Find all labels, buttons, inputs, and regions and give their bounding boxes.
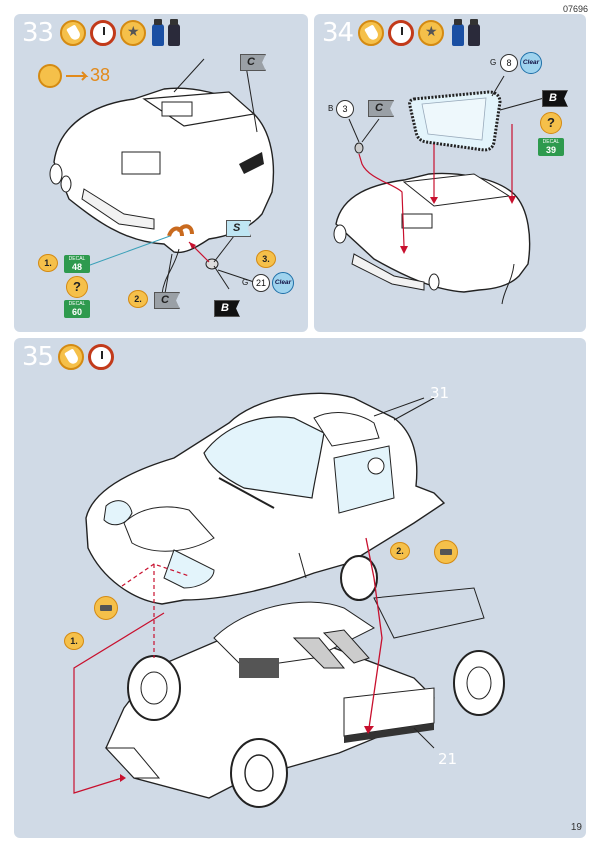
substep-1: 1. bbox=[38, 254, 58, 272]
flag-c-bottom: C bbox=[154, 292, 180, 309]
substep-2: 2. bbox=[128, 290, 148, 308]
question-icon: ? bbox=[540, 112, 562, 134]
flag-c-top: C bbox=[240, 54, 266, 71]
glue-icon bbox=[58, 344, 84, 370]
flag-b: B bbox=[214, 300, 240, 317]
substep-3: 3. bbox=[256, 250, 276, 268]
paint-bottle-icon bbox=[452, 19, 464, 46]
step-35-panel: 35 bbox=[14, 338, 586, 838]
reference-arrow-icon bbox=[66, 71, 89, 81]
decal-label: DECAL bbox=[68, 301, 86, 307]
decal-number: 48 bbox=[71, 262, 82, 272]
clock-icon bbox=[388, 20, 414, 46]
step-34-number: 34 bbox=[322, 18, 354, 48]
substep-2: 2. bbox=[390, 542, 410, 560]
flag-s: S bbox=[226, 220, 252, 237]
page-number: 19 bbox=[570, 822, 582, 833]
reference-step-number: 38 bbox=[90, 65, 111, 85]
car-assembly-drawing bbox=[73, 392, 505, 808]
decal-48-badge: DECAL 48 bbox=[64, 255, 90, 273]
step-34-panel: 34 G 8 Clear B B 3 C ? DECA bbox=[314, 14, 586, 332]
decal-number: 60 bbox=[71, 307, 82, 317]
decal-label: DECAL bbox=[542, 139, 560, 145]
decal-60-badge: DECAL 60 bbox=[64, 300, 90, 318]
paint-bottle-dark-icon bbox=[168, 19, 180, 46]
glue-icon bbox=[358, 20, 384, 46]
car-body-rear-drawing bbox=[49, 58, 275, 300]
question-icon: ? bbox=[66, 276, 88, 298]
part-label-21: 21 bbox=[438, 750, 458, 768]
tool-icon bbox=[434, 540, 458, 564]
paint-bottle-dark-icon bbox=[468, 19, 480, 46]
part-number-3: 3 bbox=[336, 100, 354, 118]
clock-icon bbox=[90, 20, 116, 46]
part-number-8: 8 bbox=[500, 54, 518, 72]
decal-label: DECAL bbox=[68, 256, 86, 262]
glue-icon bbox=[60, 20, 86, 46]
paint-bottle-icon bbox=[152, 19, 164, 46]
tool-icon bbox=[94, 596, 118, 620]
clear-paint-badge: Clear bbox=[520, 52, 542, 74]
doc-code: 07696 bbox=[562, 4, 588, 14]
clock-icon bbox=[88, 344, 114, 370]
part-number-21: 21 bbox=[252, 274, 270, 292]
car-body-window-drawing bbox=[333, 75, 545, 305]
step-33-panel: 33 38 C S C B 1. DECAL 48 bbox=[14, 14, 308, 332]
substep-1: 1. bbox=[64, 632, 84, 650]
step-35-number: 35 bbox=[22, 342, 54, 372]
flag-c: C bbox=[368, 100, 394, 117]
part-letter-b: B bbox=[328, 104, 334, 113]
star-tool-icon bbox=[418, 20, 444, 46]
star-tool-icon bbox=[120, 20, 146, 46]
part-label-31: 31 bbox=[430, 384, 450, 402]
part-letter-g: G bbox=[242, 278, 249, 287]
decal-number: 39 bbox=[545, 145, 556, 155]
decal-39-badge: DECAL 39 bbox=[538, 138, 564, 156]
clear-paint-badge: Clear bbox=[272, 272, 294, 294]
part-letter-g: G bbox=[490, 58, 497, 67]
step-33-number: 33 bbox=[22, 18, 54, 48]
reference-part-icon bbox=[38, 64, 62, 88]
